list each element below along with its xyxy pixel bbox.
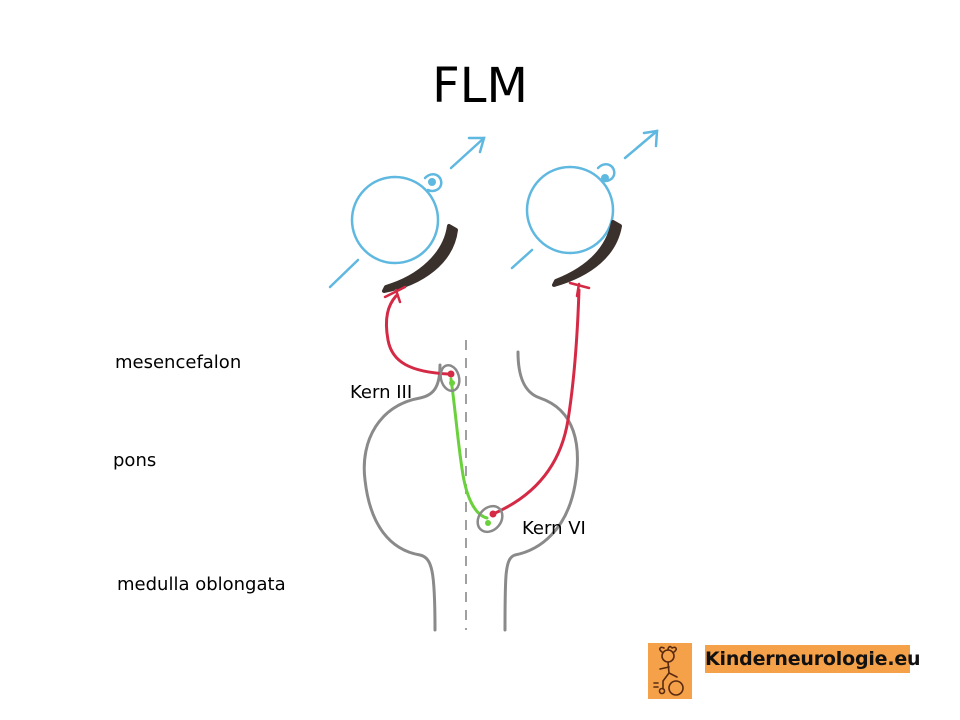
label-medulla-oblongata: medulla oblongata: [117, 574, 286, 595]
right-nerve-end-icon: [568, 281, 591, 298]
label-kern-vi: Kern VI: [522, 518, 586, 539]
kern-iii-nucleus: [439, 363, 461, 393]
kern-vi-nucleus: [476, 504, 504, 534]
logo-figure-icon: [648, 643, 692, 699]
left-eye: [328, 136, 486, 289]
left-cornea: [423, 173, 443, 193]
right-pupil-icon: [601, 174, 609, 182]
right-arrow-head-icon: [642, 129, 659, 148]
flm-tract: [449, 377, 489, 520]
logo-text: Kinderneurologie.eu: [705, 645, 921, 673]
left-eyeball: [350, 175, 440, 265]
label-pons: pons: [113, 450, 157, 471]
nerve-pathways: [383, 281, 591, 516]
label-kern-iii: Kern III: [350, 382, 413, 403]
oculomotor-nerve: [384, 294, 450, 376]
page-title: FLM: [432, 58, 528, 114]
brainstem-outline: [362, 350, 579, 632]
right-muscle: [552, 220, 622, 287]
left-pupil-icon: [428, 178, 436, 186]
left-visual-axis-front: [449, 136, 486, 170]
left-visual-axis-back: [328, 258, 360, 289]
label-mesencefalon: mesencefalon: [115, 352, 242, 373]
right-visual-axis-front: [623, 129, 659, 160]
brainstem-left-contour: [362, 363, 442, 632]
kinderneurologie-logo[interactable]: Kinderneurologie.eu: [648, 643, 921, 699]
left-nerve-end-icon: [383, 285, 407, 304]
right-visual-axis-back: [510, 248, 534, 270]
right-eyeball: [525, 165, 615, 255]
left-muscle: [382, 224, 458, 293]
abducens-nerve: [491, 288, 581, 516]
left-arrow-head-icon: [467, 136, 486, 154]
brainstem-right-contour: [503, 350, 579, 632]
right-eye: [510, 129, 659, 270]
